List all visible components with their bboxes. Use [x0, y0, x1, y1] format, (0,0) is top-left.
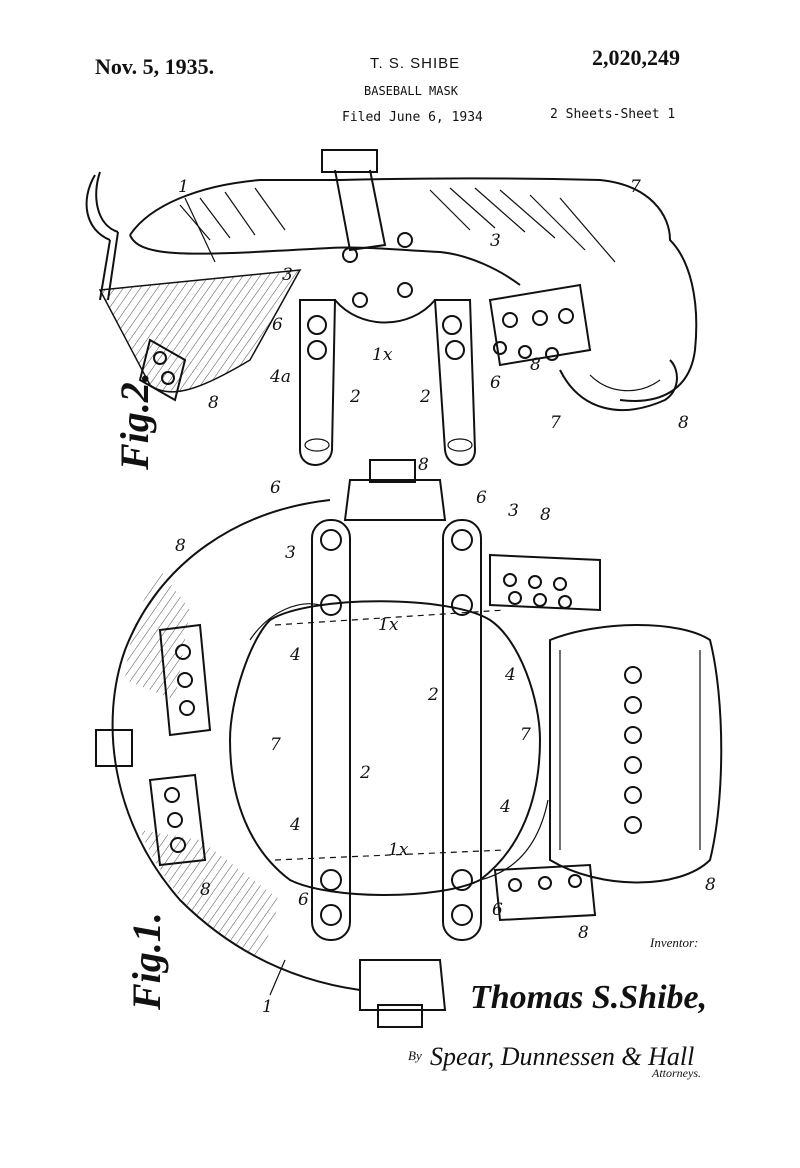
figure-2-caption: Fig.2.: [112, 372, 157, 471]
fig1-label-2b: 2: [359, 763, 371, 783]
fig1-label-6d: 6: [492, 900, 503, 920]
fig2-label-1: 1: [178, 177, 189, 197]
fig1-label-8-left: 8: [175, 536, 186, 556]
fig2-label-6a: 6: [272, 315, 283, 335]
fig1-label-6a: 6: [270, 478, 281, 498]
inventor-name-header: T. S. SHIBE: [370, 55, 461, 72]
fig2-label-8a: 8: [530, 355, 541, 375]
fig2-label-2b: 2: [419, 387, 431, 407]
fig2-label-1x: 1x: [372, 345, 393, 365]
fig1-label-7b: 7: [270, 735, 281, 755]
fig1-label-4c: 4: [289, 815, 301, 835]
attorneys-signature: Spear, Dunnessen & Hall: [430, 1042, 694, 1071]
fig2-rod-right: [433, 299, 477, 466]
fig1-label-4d: 4: [499, 797, 511, 817]
fig1-label-4a: 4: [289, 645, 301, 665]
fig1-label-7a: 7: [520, 725, 531, 745]
figure-1-caption: Fig.1.: [124, 912, 169, 1011]
fig1-label-1: 1: [262, 997, 273, 1017]
figure-2-labels: 1 7 3 3 6 1x 4a 2 2 6 8 8 8 7: [178, 177, 689, 433]
inventor-label: Inventor:: [649, 935, 698, 950]
patent-number: 2,020,249: [592, 45, 680, 70]
attorneys-label: Attorneys.: [651, 1066, 701, 1080]
fig1-label-8-bottomleft: 8: [200, 880, 211, 900]
fig2-label-6b: 6: [490, 373, 501, 393]
inventor-signature: Thomas S.Shibe,: [470, 979, 707, 1016]
fig1-label-6c: 6: [298, 890, 309, 910]
sheet-count: 2 Sheets-Sheet 1: [550, 107, 676, 122]
fig1-label-1x-a: 1x: [378, 615, 399, 635]
fig1-label-8-top: 8: [418, 455, 429, 475]
fig2-label-2a: 2: [349, 387, 361, 407]
figure-1-front-view: [95, 459, 723, 1028]
fig2-label-7a: 7: [630, 177, 641, 197]
fig2-label-8c: 8: [678, 413, 689, 433]
fig2-label-3a: 3: [282, 265, 293, 285]
figure-2-side-view: [85, 149, 698, 466]
fig2-rod-left: [299, 299, 337, 466]
signature-block: Inventor: Thomas S.Shibe, By Spear, Dunn…: [408, 935, 707, 1080]
filed-date: Filed June 6, 1934: [342, 110, 483, 125]
fig2-label-3b: 3: [490, 231, 501, 251]
fig1-label-1x-b: 1x: [388, 840, 409, 860]
fig2-label-7b: 7: [550, 413, 561, 433]
fig1-label-4b: 4: [504, 665, 516, 685]
fig1-label-8-bottomright: 8: [578, 923, 589, 943]
fig2-label-8b: 8: [208, 393, 219, 413]
patent-title: BASEBALL MASK: [364, 84, 458, 98]
figure-1-labels: 8 6 6 3 8 8 3 1x 4 4 2 7 7 2 4 4 1x 8 6 …: [175, 455, 716, 1017]
fig1-label-6b: 6: [476, 488, 487, 508]
fig1-label-2a: 2: [427, 685, 439, 705]
fig1-label-3a: 3: [508, 501, 519, 521]
fig1-label-8-topright: 8: [540, 505, 551, 525]
fig1-bar-right: [442, 519, 482, 941]
by-label: By: [408, 1048, 422, 1063]
fig2-label-4a: 4a: [269, 367, 291, 387]
fig1-label-3b: 3: [285, 543, 296, 563]
fig1-bar-left: [311, 519, 351, 941]
patent-date: Nov. 5, 1935.: [95, 54, 215, 79]
fig1-label-8-right: 8: [705, 875, 716, 895]
